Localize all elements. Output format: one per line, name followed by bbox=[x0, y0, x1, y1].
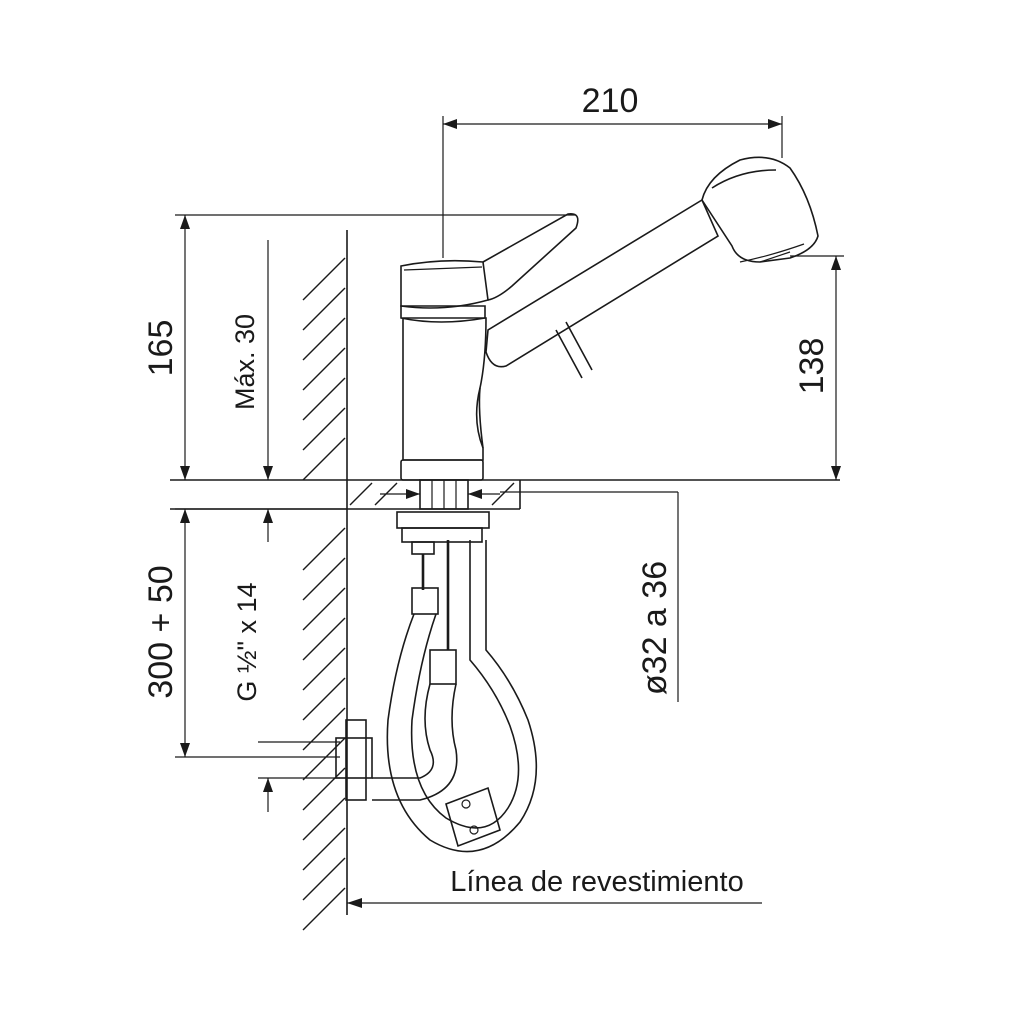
wall-hatch-line bbox=[302, 827, 346, 871]
wall-hatch-line bbox=[302, 737, 346, 781]
wall-hatch-line bbox=[302, 527, 346, 571]
wall-hatch-line bbox=[302, 857, 346, 901]
supply-hose bbox=[335, 540, 538, 853]
wall-hatch-line bbox=[302, 677, 346, 721]
dim-max30-label: Máx. 30 bbox=[230, 314, 260, 410]
wall-hatch-line bbox=[302, 257, 346, 301]
wall-hatch-line bbox=[302, 557, 346, 601]
wall-hatch-line bbox=[302, 767, 346, 811]
wall bbox=[302, 230, 348, 931]
dim-diameter-label: ø32 a 36 bbox=[636, 561, 674, 695]
wall-hatch-line bbox=[302, 317, 346, 361]
wall-hatch-line bbox=[302, 647, 346, 691]
wall-hatch-line bbox=[302, 437, 346, 481]
wall-hatch-line bbox=[302, 707, 346, 751]
wall-hatch-line bbox=[302, 887, 346, 931]
wall-hatch-line bbox=[302, 407, 346, 451]
wall-hatch-line bbox=[302, 377, 346, 421]
wall-hatch-line bbox=[302, 797, 346, 841]
dim-138-label: 138 bbox=[793, 338, 831, 395]
wall-hatch-line bbox=[302, 287, 346, 331]
faucet-body bbox=[400, 156, 819, 481]
wall-line-label: Línea de revestimiento bbox=[450, 866, 743, 898]
countertop bbox=[170, 479, 840, 510]
wall-hatching bbox=[302, 257, 346, 931]
dim-165-label: 165 bbox=[142, 320, 180, 377]
wall-hatch-line bbox=[302, 587, 346, 631]
dimension-labels: 210 165 Máx. 30 138 300 + 50 G ½" x 14 ø… bbox=[142, 82, 831, 898]
dimension-lines bbox=[175, 116, 844, 908]
wall-hatch-line bbox=[302, 347, 346, 391]
dim-210-label: 210 bbox=[582, 82, 639, 120]
dim-300-50-label: 300 + 50 bbox=[142, 565, 180, 698]
wall-hatch-line bbox=[302, 617, 346, 661]
dim-thread-label: G ½" x 14 bbox=[232, 582, 262, 701]
